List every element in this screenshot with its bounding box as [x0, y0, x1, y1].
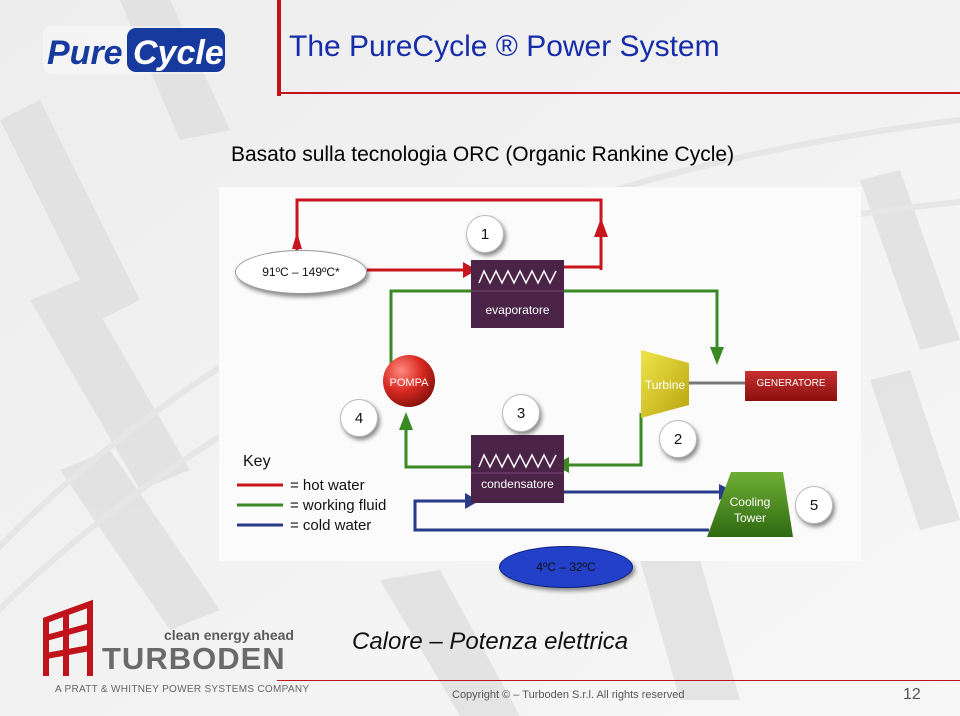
generator-label: GENERATORE	[756, 378, 826, 389]
generator-body	[745, 371, 837, 401]
turboden-wordmark: TURBODEN	[102, 641, 286, 676]
working-arrow-up-pump	[399, 412, 413, 430]
cooling-tower-label: Cooling Tower	[715, 494, 785, 526]
turboden-mark-icon	[43, 599, 93, 676]
hot-arrow-up	[292, 232, 302, 249]
flow-lines	[237, 198, 837, 537]
key-title: Key	[243, 453, 271, 470]
footer-divider	[277, 680, 960, 681]
turbine-label: Turbine	[644, 378, 686, 392]
step-5-bubble: 5	[795, 486, 833, 524]
cold-water-line-bottom	[413, 499, 709, 532]
pump-label: POMPA	[389, 377, 429, 389]
hot-temperature-range: 91ºC – 149ºC*	[235, 250, 367, 294]
hot-temperature-range-text: 91ºC – 149ºC*	[262, 265, 340, 279]
copyright-text: Copyright © – Turboden S.r.l. All rights…	[452, 689, 685, 701]
page-title: The PureCycle ® Power System	[289, 30, 720, 63]
working-arrow-down-turbine	[710, 347, 724, 365]
turboden-tagline: clean energy ahead	[164, 627, 294, 643]
slide-tagline: Calore – Potenza elettrica	[352, 628, 629, 655]
condenser-label: condensatore	[481, 477, 554, 491]
evaporator-label: evaporatore	[485, 303, 550, 317]
step-3-bubble: 3	[502, 394, 540, 432]
cooling-tower-label-line2: Tower	[733, 511, 766, 525]
step-2-bubble: 2	[659, 420, 697, 458]
key-cold-water: = cold water	[290, 517, 372, 534]
cooling-tower-body	[707, 472, 793, 537]
coils-overlay	[471, 260, 564, 503]
cooling-tower-label-line1: Cooling	[729, 495, 771, 509]
title-accent-bar	[277, 0, 281, 96]
pump-body	[383, 355, 435, 407]
step-1-bubble: 1	[466, 215, 504, 253]
turbine-body	[641, 350, 689, 418]
working-fluid-cond-to-pump	[404, 425, 471, 469]
working-fluid-evap-to-turbine	[564, 289, 719, 352]
page-number: 12	[903, 686, 921, 703]
hot-arrow-right	[463, 262, 477, 278]
step-4-bubble: 4	[340, 399, 378, 437]
orc-diagram: evaporatore condensatore 91ºC – 149ºC* 1…	[219, 187, 861, 561]
svg-text:Pure: Pure	[47, 34, 123, 72]
key-hot-water: = hot water	[290, 477, 365, 494]
working-fluid-turbine-to-cond	[564, 413, 643, 467]
page-subtitle: Basato sulla tecnologia ORC (Organic Ran…	[231, 143, 735, 166]
cold-temperature-range-text: 4ºC – 32ºC	[536, 560, 596, 574]
key-working-fluid: = working fluid	[290, 497, 387, 514]
title-underline	[277, 92, 960, 94]
cold-temperature-range: 4ºC – 32ºC	[499, 546, 633, 588]
turboden-subtitle: A PRATT & WHITNEY POWER SYSTEMS COMPANY	[55, 684, 310, 695]
working-fluid-pump-to-evap	[389, 289, 471, 377]
purecycle-logo: Pure Cycle	[43, 26, 225, 74]
svg-text:Cycle: Cycle	[133, 34, 224, 72]
hot-arrow-up-right	[594, 218, 608, 237]
